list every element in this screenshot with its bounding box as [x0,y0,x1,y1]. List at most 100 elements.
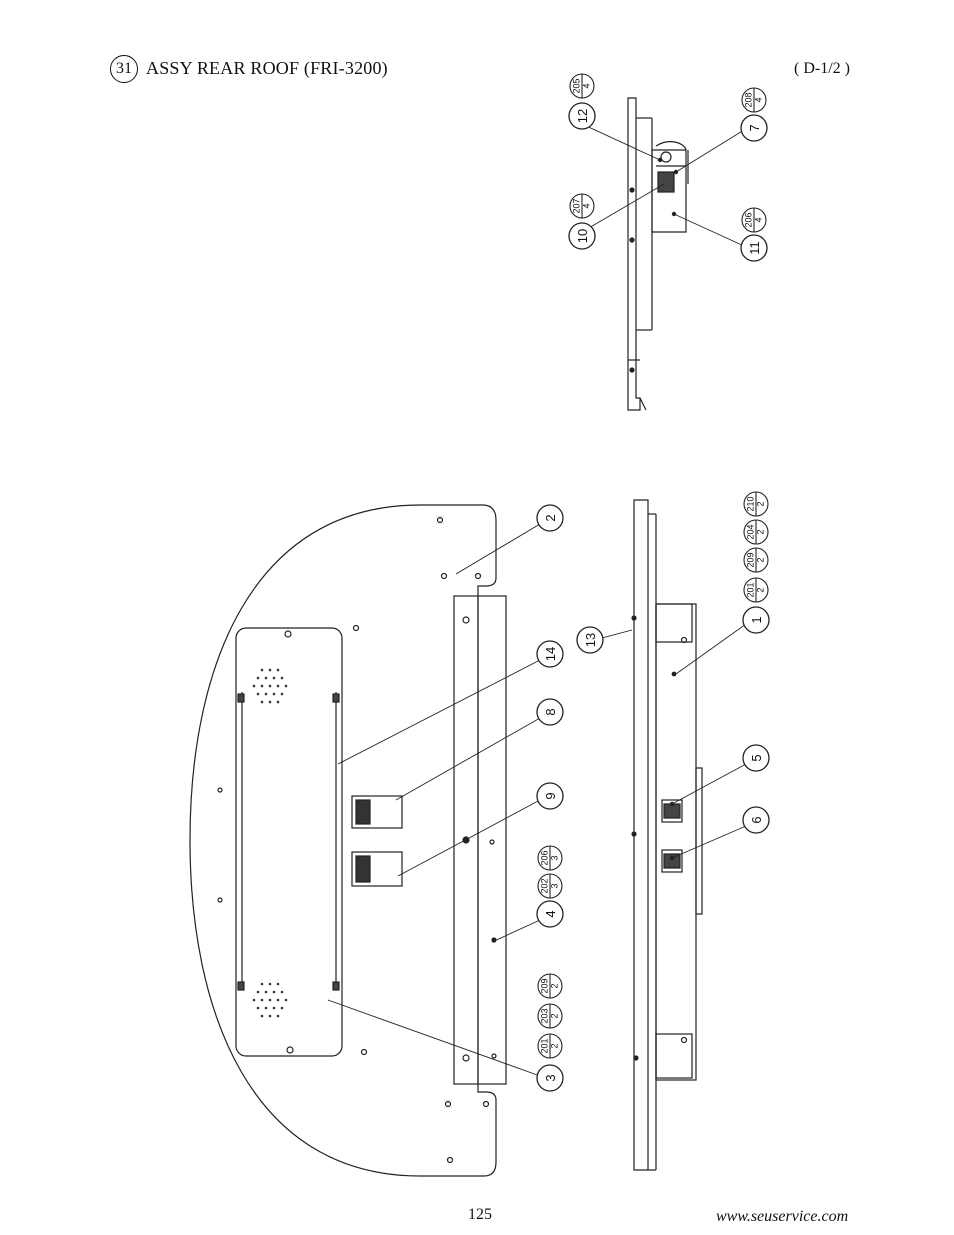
fastener-badges: 205 4 208 4 207 4 206 4 210 2 204 2 209 … [537,73,769,1059]
bottom-side-view [601,499,747,1171]
fastener-210: 210 2 [743,491,769,517]
fastener-209-left: 209 2 [537,973,563,999]
callout-12: 12 [568,102,596,130]
label-pictogram [355,855,371,883]
label-pictogram [663,853,681,869]
fastener-206-mid-code: 206 [539,850,549,865]
fastener-202-qty: 3 [549,883,559,888]
speaker-grille-bottom [252,982,288,1018]
fastener-209-right-code: 209 [745,552,755,567]
fastener-204-code: 204 [745,524,755,539]
rail-hole [489,839,495,845]
leader-line [671,825,747,859]
fastener-206-mid-qty: 3 [549,855,559,860]
warning-label-9 [351,851,403,887]
callout-4-text: 4 [543,910,558,917]
label-6 [661,849,683,873]
callout-9-text: 9 [543,792,558,799]
clip [237,693,245,703]
panel-hole [360,1048,368,1056]
callout-14-text: 14 [543,647,558,661]
panel-hole [352,624,360,632]
leader-line [455,523,541,575]
leader-line [673,213,745,247]
page-title: ASSY REAR ROOF (FRI-3200) [146,58,388,78]
panel-hole [482,1100,490,1108]
clamp-top [655,141,687,151]
fastener-205-qty: 4 [581,83,591,88]
warning-label-8 [351,795,403,829]
panel-hole [446,1156,454,1164]
screw-dot [629,367,635,373]
fastener-207: 207 4 [569,193,595,219]
fastener-204-qty: 2 [755,529,765,534]
latch-block [657,171,675,193]
callout-7: 7 [740,114,768,142]
rail-hole [462,1054,470,1062]
screw-dot [671,671,677,677]
end-bracket [655,1033,693,1079]
fastener-208-code: 208 [743,92,753,107]
fastener-201-right: 201 2 [743,577,769,603]
fastener-207-qty: 4 [581,203,591,208]
fastener-206-top-code: 206 [743,212,753,227]
side-panel-top [627,97,641,411]
callout-1: 1 [742,606,770,634]
fastener-205: 205 4 [569,73,595,99]
label-5 [661,799,683,823]
panel-hole [444,1100,452,1108]
leader-line [601,629,633,639]
fastener-201-left: 201 2 [537,1033,563,1059]
knob [660,151,672,163]
roof-panel-outline [189,504,497,1177]
fastener-201-left-qty: 2 [549,1043,559,1048]
end-bracket [655,603,693,643]
side-plate [695,767,703,915]
leader-line [675,129,745,173]
fastener-208-qty: 4 [753,97,763,102]
leader-line [397,799,541,877]
fastener-204: 204 2 [743,519,769,545]
fastener-208: 208 4 [741,87,767,113]
screw-dot [633,1055,639,1061]
leader-line [581,183,665,233]
clip [332,693,340,703]
page-number: 125 [468,1206,492,1223]
fastener-203-code: 203 [539,1008,549,1023]
screw-dot [629,187,635,193]
box-housing [655,603,697,1081]
leader-line [675,623,747,675]
leader-line [395,717,541,801]
panel-hole [217,897,223,903]
screw-dot [629,237,635,243]
leader-line [491,919,541,943]
callout-4: 4 [536,900,564,928]
fastener-202-code: 202 [539,878,549,893]
clip [332,981,340,991]
fastener-201-left-code: 201 [539,1038,549,1053]
callout-6-text: 6 [749,816,764,823]
leader-line [671,763,747,805]
callout-11-text: 11 [747,241,762,255]
fastener-206-top: 206 4 [741,207,767,233]
fastener-207-code: 207 [571,198,581,213]
callout-5-text: 5 [749,754,764,761]
top-side-view [581,97,745,411]
mount-screw [284,630,292,638]
rail-bar [453,595,507,1085]
display-frame [235,627,343,1057]
callout-13: 13 [576,626,604,654]
fastener-206-mid: 206 3 [537,845,563,871]
clip [237,981,245,991]
leader-line [327,999,541,1077]
fastener-202: 202 3 [537,873,563,899]
section-number-badge: 31 [110,55,138,83]
fastener-203: 203 2 [537,1003,563,1029]
callout-14: 14 [536,640,564,668]
panel-hole [474,572,482,580]
screw [680,636,688,644]
panel-hole [436,516,444,524]
screw [680,1036,688,1044]
callout-13-text: 13 [583,633,598,647]
